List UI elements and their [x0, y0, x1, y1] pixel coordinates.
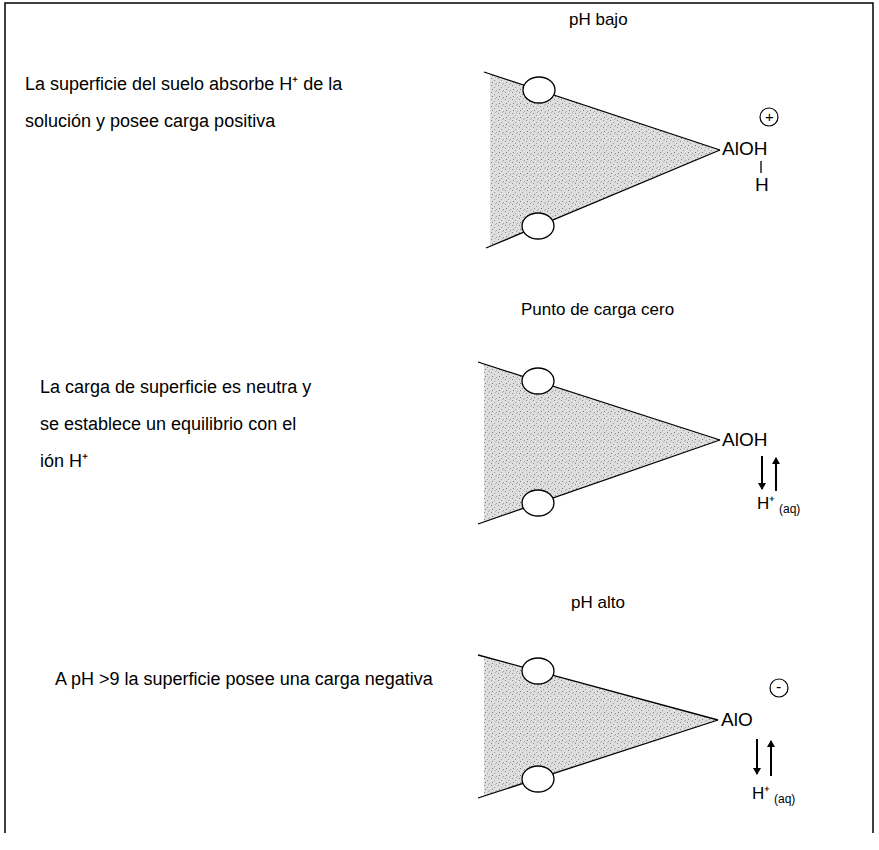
- chemical-formula: AlOH: [722, 138, 767, 160]
- soil-particle: [478, 655, 788, 798]
- panel-heading: Punto de carga cero: [521, 300, 674, 320]
- ion-subscript: (aq): [774, 793, 795, 807]
- description: A pH >9 la superficie posee una carga ne…: [55, 661, 495, 698]
- ion-label: H⁺: [752, 784, 770, 804]
- soil-particle: [478, 362, 776, 524]
- ion-subscript: (aq): [779, 503, 800, 517]
- frame: [5, 3, 873, 833]
- charge-sign: -: [776, 678, 781, 696]
- panel-heading: pH alto: [571, 593, 625, 613]
- description: La superficie del suelo absorbe H⁺ de la…: [25, 66, 365, 140]
- charge-sign: +: [765, 108, 774, 125]
- ion-label: H⁺: [757, 494, 775, 514]
- chemical-formula: AlOH: [722, 429, 767, 451]
- chemical-formula: H: [755, 174, 769, 196]
- soil-particle: [484, 72, 778, 248]
- panel-heading: pH bajo: [569, 10, 628, 30]
- description: La carga de superficie es neutra y se es…: [40, 369, 325, 480]
- chemical-formula: AlO: [721, 709, 753, 731]
